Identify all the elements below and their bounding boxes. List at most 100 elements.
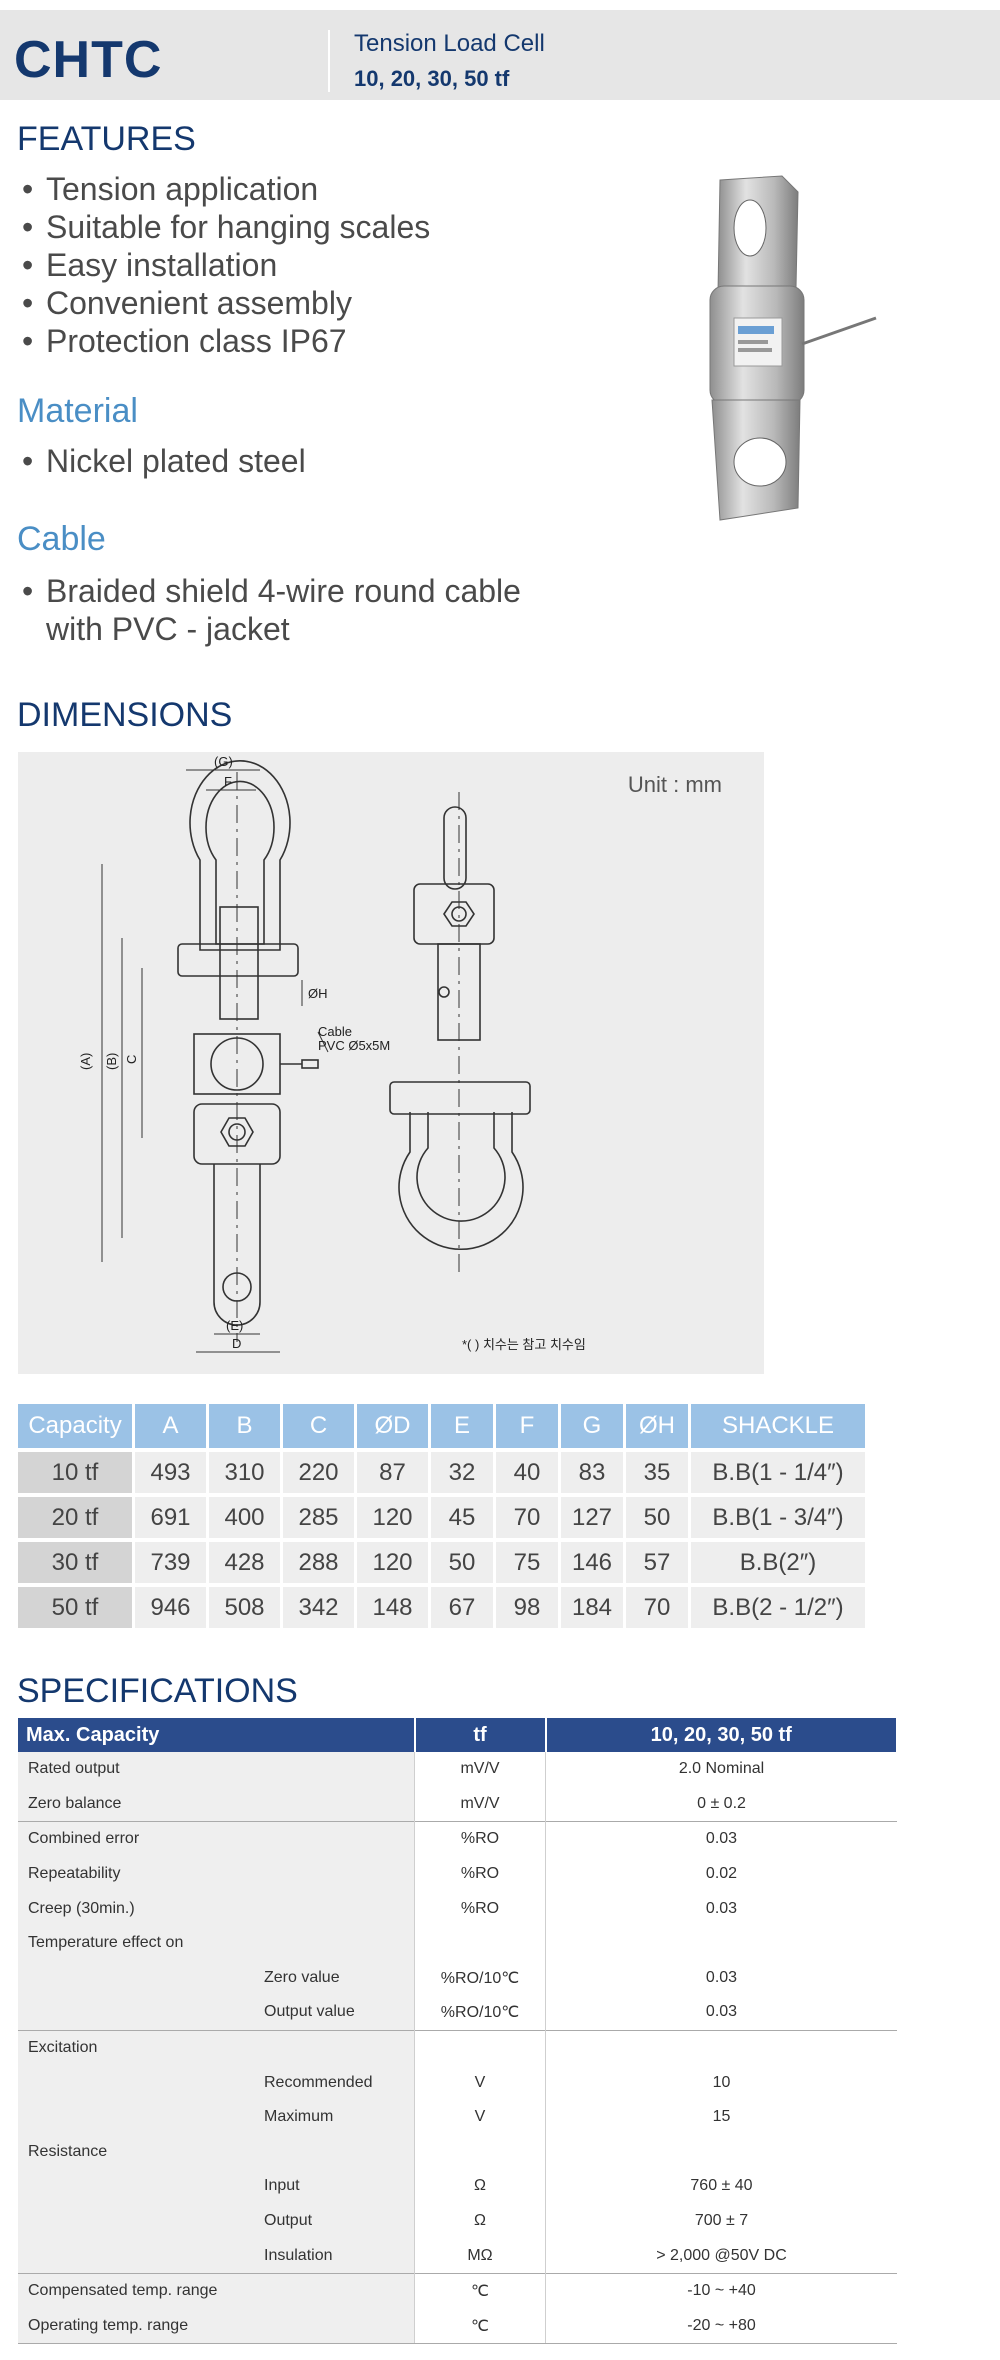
cell-capacity: 30 tf [18,1542,132,1583]
cell: 508 [209,1587,280,1628]
cell: 310 [209,1452,280,1493]
spec-unit: V [414,2065,546,2100]
col-a: A [135,1404,206,1448]
cell-capacity: 50 tf [18,1587,132,1628]
cell: 50 [431,1542,493,1583]
spec-value: > 2,000 @50V DC [545,2238,897,2274]
features-list: Tension application Suitable for hanging… [18,170,430,360]
spec-subparam: Recommended [254,2065,415,2100]
load-cell-photo [709,175,877,521]
cable-line-1: Braided shield 4-wire round cable [46,573,521,609]
spec-param [18,2203,254,2239]
spec-subparam [254,1821,415,1857]
reference-note: *( ) 치수는 참고 치수임 [462,1337,586,1352]
spec-header-row: Max. Capacity tf 10, 20, 30, 50 tf [18,1718,898,1752]
table-row: 50 tf 946 508 342 148 67 98 184 70 B.B(2… [18,1587,865,1628]
spec-param [18,2099,254,2135]
spec-row: Resistance [18,2134,897,2170]
spec-value [545,2134,897,2170]
cell-shackle: B.B(2″) [691,1542,865,1583]
spec-subparam: Maximum [254,2099,415,2135]
spec-unit: Ω [414,2203,546,2239]
spec-param [18,2065,254,2100]
cell: 70 [496,1497,558,1538]
spec-subparam: Zero value [254,1960,415,1996]
col-h: ØH [626,1404,688,1448]
spec-value: -20 ~ +80 [545,2308,897,2345]
spec-param: Temperature effect on [18,1925,254,1961]
material-list: Nickel plated steel [18,442,306,480]
table-row: 30 tf 739 428 288 120 50 75 146 57 B.B(2… [18,1542,865,1583]
spec-param: Excitation [18,2029,254,2066]
spec-subparam [254,2029,415,2066]
cable-label-1: Cable [318,1024,352,1039]
table-row: 10 tf 493 310 220 87 32 40 83 35 B.B(1 -… [18,1452,865,1493]
cell: 946 [135,1587,206,1628]
spec-unit [414,2134,546,2170]
spec-unit: MΩ [414,2238,546,2274]
spec-value: 0.03 [545,1891,897,1926]
col-d: ØD [357,1404,428,1448]
feature-item: Protection class IP67 [18,322,430,360]
dim-label-e: (E) [226,1318,243,1333]
spec-param [18,2238,254,2274]
dim-label-h: ØH [308,986,328,1001]
spec-value [545,2029,897,2066]
col-c: C [283,1404,354,1448]
spec-value: -10 ~ +40 [545,2272,897,2309]
spec-param: Combined error [18,1821,254,1857]
spec-param: Creep (30min.) [18,1891,254,1926]
dimension-drawing: (G) F (A) (B) C ØH Cable PVC Ø5x5M (E) D [78,754,531,1353]
cell: 67 [431,1587,493,1628]
cell: 120 [357,1497,428,1538]
dim-label-g: (G) [214,754,233,769]
spec-param [18,1960,254,1996]
spec-row: Operating temp. range℃-20 ~ +80 [18,2308,897,2345]
dim-label-b: (B) [104,1053,119,1070]
spec-value: 760 ± 40 [545,2169,897,2204]
upper-eye [219,906,259,1020]
spec-unit: %RO [414,1821,546,1857]
spec-subparam [254,1856,415,1892]
cell: 50 [626,1497,688,1538]
cable-line-2: with PVC - jacket [46,611,290,647]
cell: 57 [626,1542,688,1583]
cell: 342 [283,1587,354,1628]
product-title: Tension Load Cell [354,30,545,57]
dim-label-d: D [232,1336,241,1351]
features-heading: FEATURES [17,120,196,158]
shackle-bow [189,760,291,951]
dim-label-f: F [224,774,232,789]
spec-unit: ℃ [414,2272,546,2309]
spec-subparam [254,1925,415,1961]
spec-subparam [254,2308,415,2345]
cable-label-2: PVC Ø5x5M [318,1038,390,1053]
spec-value: 700 ± 7 [545,2203,897,2239]
spec-subparam [254,1891,415,1926]
cell: 32 [431,1452,493,1493]
dimension-drawing-panel: Unit : mm [18,752,764,1374]
spec-unit: V [414,2099,546,2135]
dim-label-c: C [124,1055,139,1064]
spec-param: Rated output [18,1752,254,1787]
material-heading: Material [17,392,138,430]
spec-row: Excitation [18,2029,897,2066]
spec-row: Compensated temp. range℃-10 ~ +40 [18,2272,897,2309]
col-b: B [209,1404,280,1448]
unit-label: Unit : mm [627,772,722,797]
col-shackle: SHACKLE [691,1404,865,1448]
cell: 75 [496,1542,558,1583]
spec-unit: ℃ [414,2308,546,2345]
cell-capacity: 20 tf [18,1497,132,1538]
spec-head-capacity: Max. Capacity [18,1718,416,1752]
cell: 285 [283,1497,354,1538]
cell: 493 [135,1452,206,1493]
